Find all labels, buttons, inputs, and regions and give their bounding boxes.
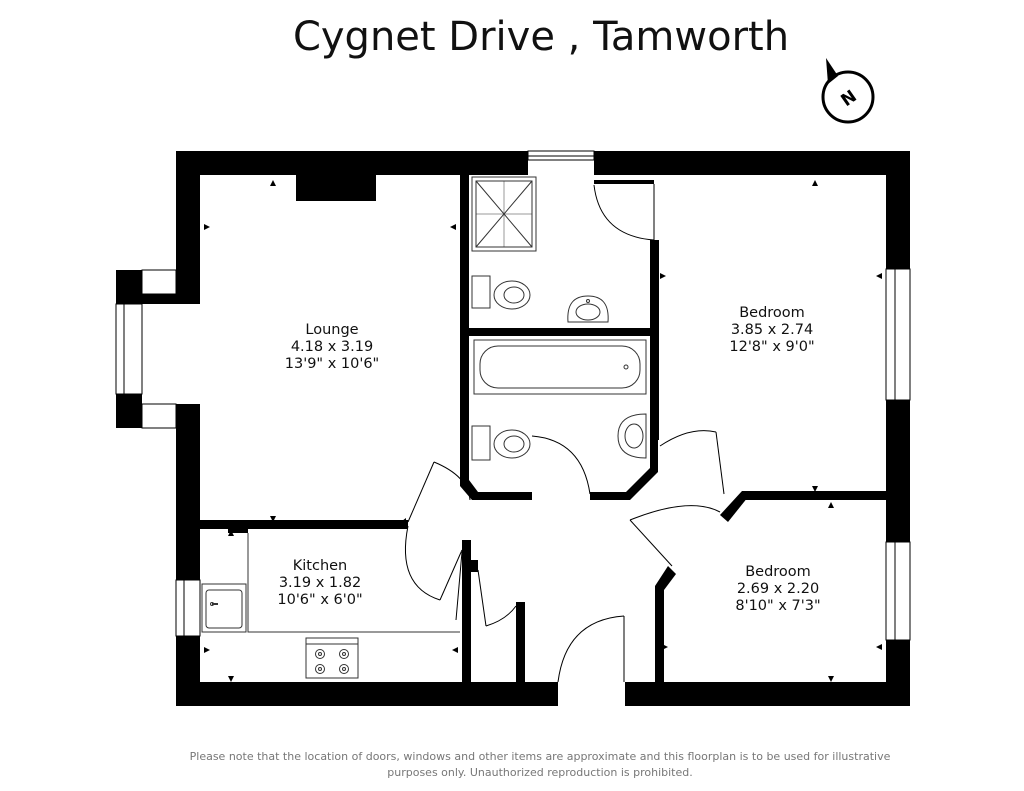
room-size-metric: 3.85 x 2.74 bbox=[730, 322, 814, 338]
room-name: Bedroom bbox=[745, 564, 811, 580]
disclaimer-line: purposes only. Unauthorized reproduction… bbox=[387, 766, 693, 779]
bath-icon bbox=[473, 339, 647, 395]
disclaimer-line: Please note that the location of doors, … bbox=[189, 750, 891, 763]
room-name: Kitchen bbox=[292, 558, 348, 574]
fixtures bbox=[201, 176, 647, 679]
worktop bbox=[247, 533, 460, 633]
room-size-imperial: 12'8" x 9'0" bbox=[729, 339, 815, 355]
toilet-icon bbox=[471, 275, 531, 310]
room-size-imperial: 8'10" x 7'3" bbox=[735, 598, 821, 614]
disclaimer: Please note that the location of doors, … bbox=[160, 749, 920, 781]
room-bedroom-1: Bedroom 3.85 x 2.74 12'8" x 9'0" bbox=[702, 305, 842, 356]
hob-icon bbox=[305, 637, 359, 679]
room-size-metric: 4.18 x 3.19 bbox=[290, 339, 374, 355]
room-kitchen: Kitchen 3.19 x 1.82 10'6" x 6'0" bbox=[250, 558, 390, 609]
compass-icon: N bbox=[821, 58, 875, 124]
room-name: Bedroom bbox=[739, 305, 805, 321]
room-bedroom-2: Bedroom 2.69 x 2.20 8'10" x 7'3" bbox=[708, 564, 848, 615]
room-size-metric: 3.19 x 1.82 bbox=[278, 575, 362, 591]
room-size-imperial: 10'6" x 6'0" bbox=[277, 592, 363, 608]
toilet-icon bbox=[471, 425, 531, 461]
basin-icon bbox=[567, 295, 609, 323]
sink-icon bbox=[201, 583, 247, 633]
basin-icon bbox=[617, 413, 647, 459]
shower-tray-icon bbox=[471, 176, 537, 252]
walls bbox=[116, 151, 910, 706]
room-name: Lounge bbox=[305, 322, 359, 338]
page-title: Cygnet Drive , Tamworth bbox=[292, 14, 790, 60]
door-swings bbox=[404, 184, 725, 683]
room-size-metric: 2.69 x 2.20 bbox=[736, 581, 820, 597]
room-lounge: Lounge 4.18 x 3.19 13'9" x 10'6" bbox=[262, 322, 402, 373]
dimension-markers bbox=[204, 180, 882, 682]
room-size-imperial: 13'9" x 10'6" bbox=[284, 356, 380, 372]
windows bbox=[115, 150, 911, 641]
